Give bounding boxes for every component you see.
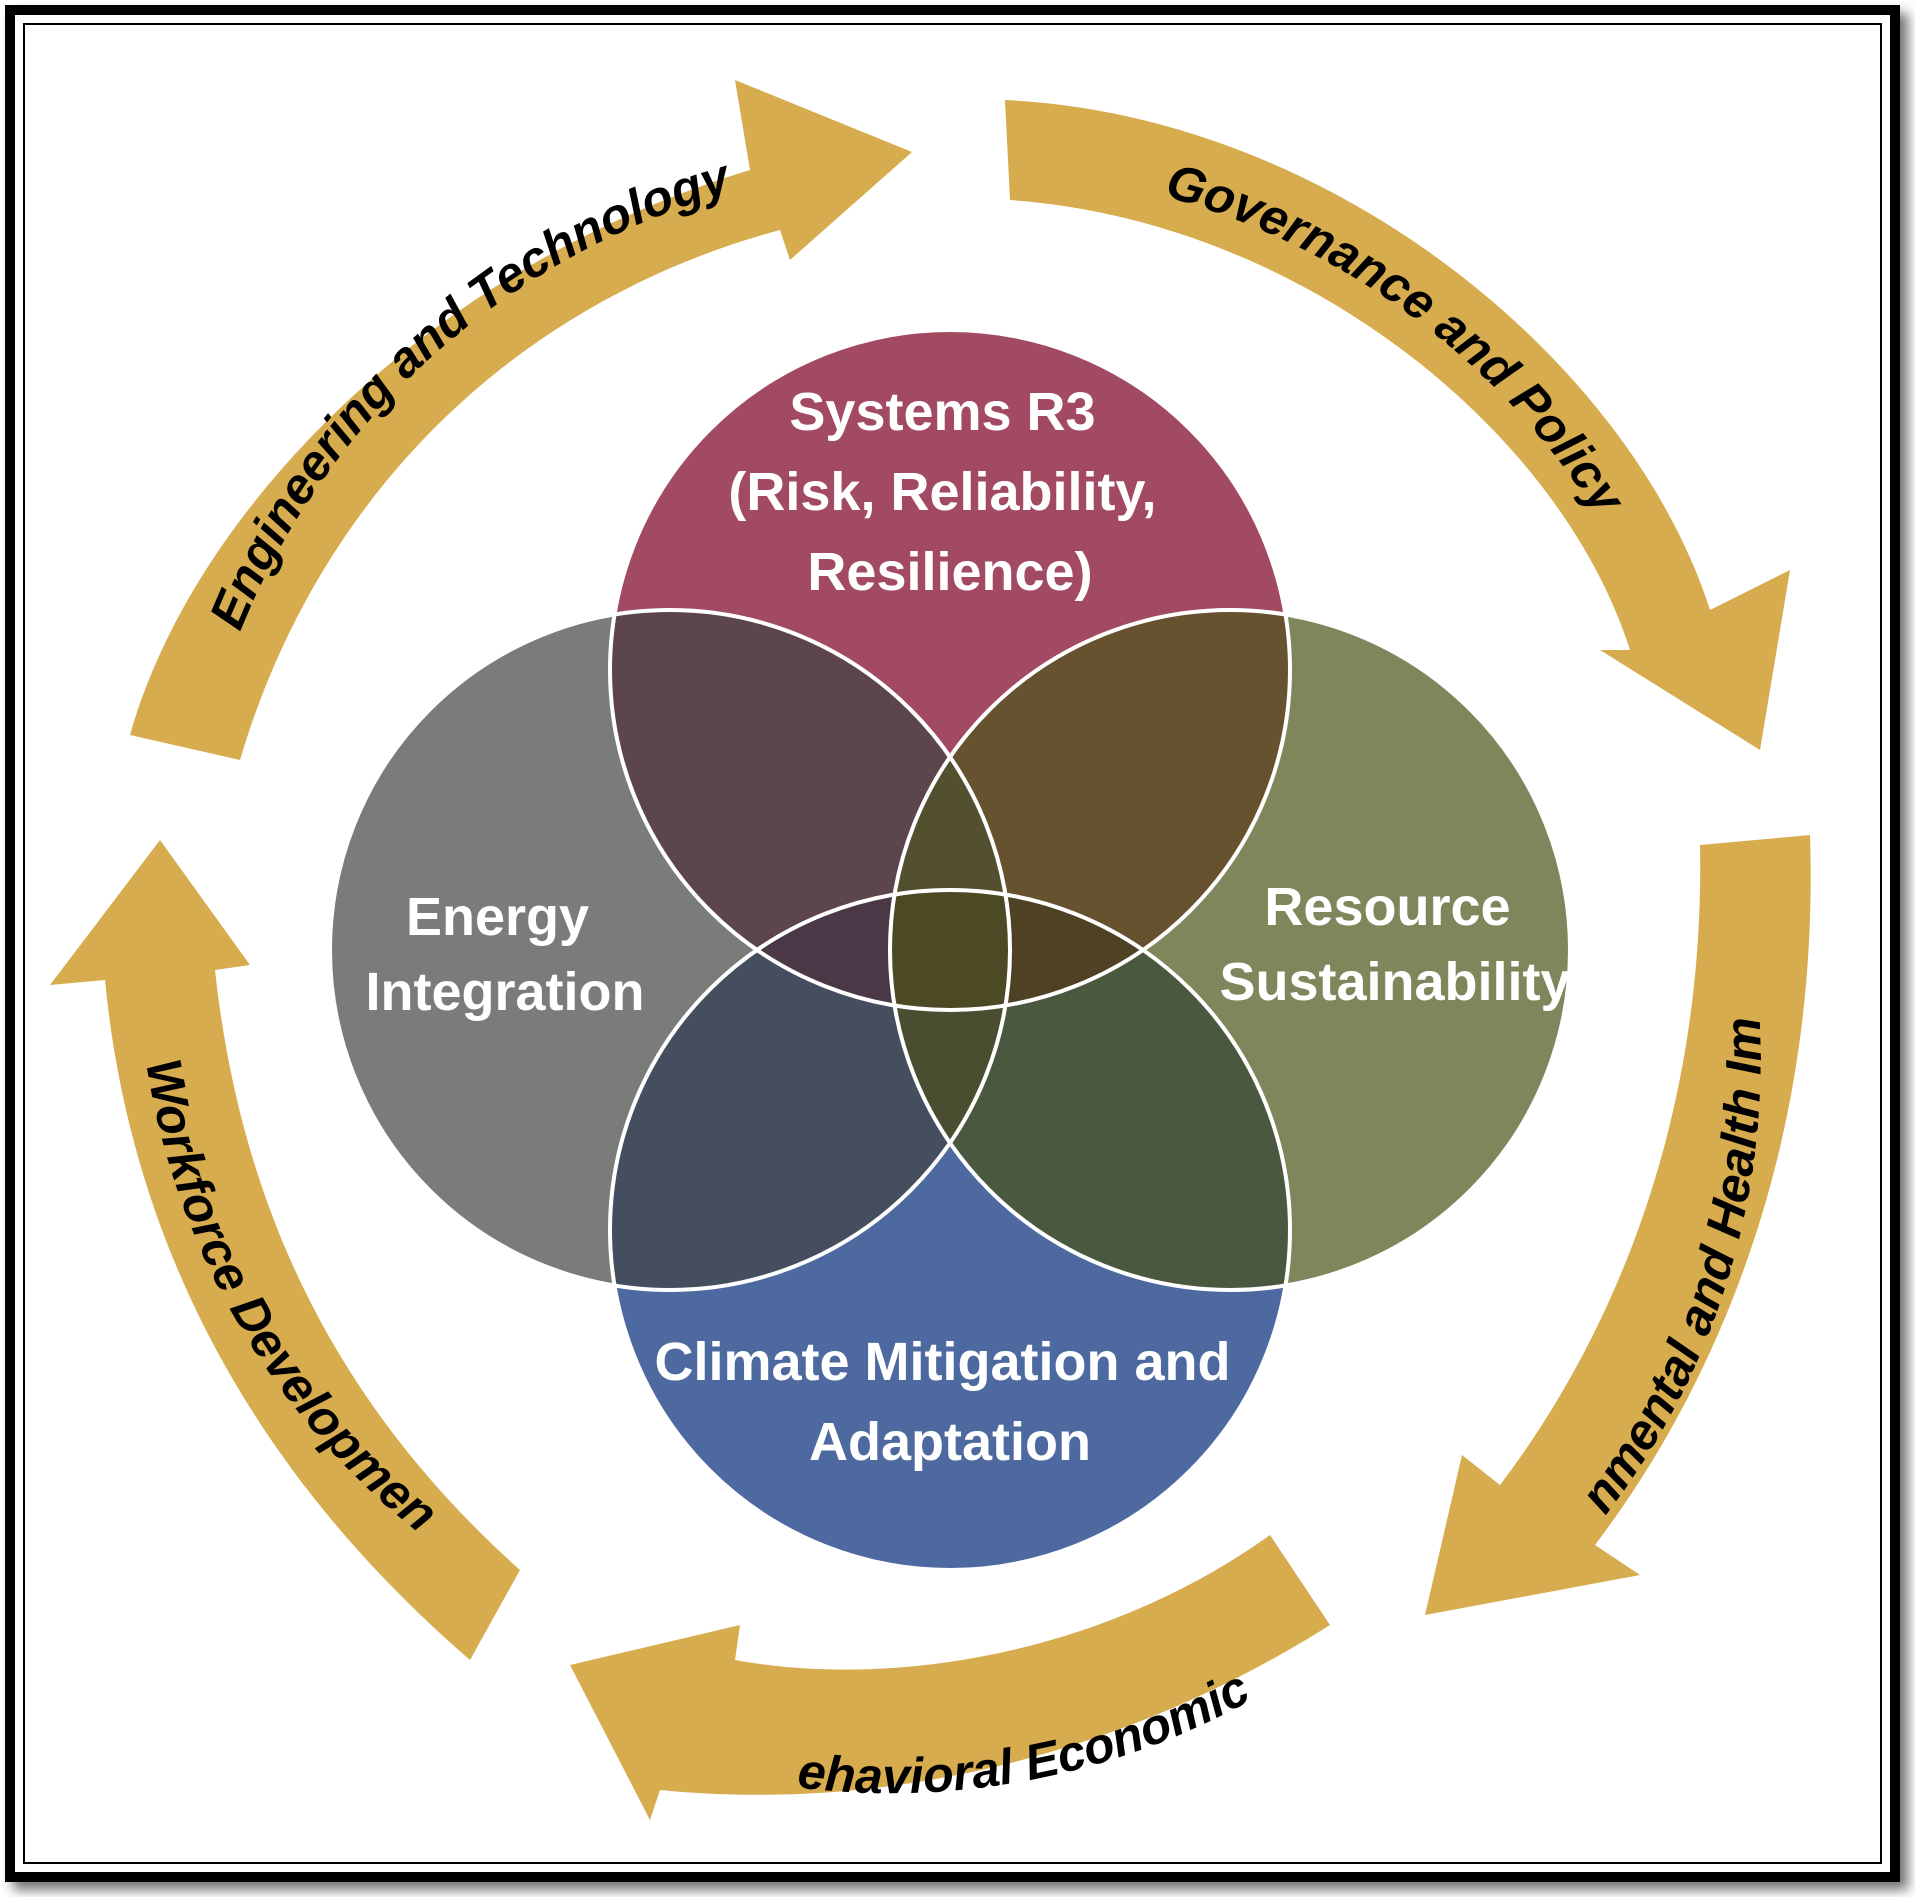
inner-border: [23, 23, 1882, 1864]
arrow-workforce: [50, 840, 520, 1660]
label-systems-r3: Systems R3 (Risk, Reliability, Resilienc…: [728, 382, 1171, 602]
arrow-environmental: [1425, 835, 1811, 1615]
arrow-engineering: [130, 80, 912, 760]
arrow-governance: [1005, 100, 1790, 750]
label-resource-sustainability: Resource Sustainability: [1219, 877, 1570, 1012]
label-climate-mitigation: Climate Mitigation and Adaptation: [654, 1332, 1245, 1472]
venn-circles: [328, 328, 1572, 1572]
arrow-behavioral: [570, 1535, 1330, 1820]
label-energy-integration: Energy Integration: [366, 887, 645, 1022]
circle-outlines: [328, 328, 1572, 1572]
